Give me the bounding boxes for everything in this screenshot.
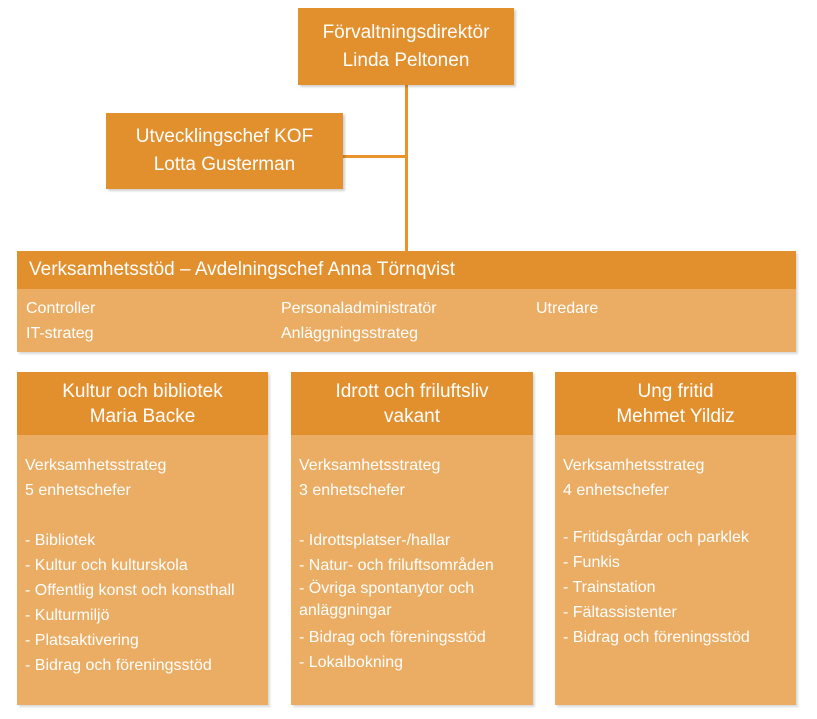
support-role-personaladministrator: Personaladministratör	[281, 300, 437, 317]
department-head: Mehmet Yildiz	[616, 405, 735, 427]
list-item: - Kulturmiljö	[25, 607, 110, 624]
list-item: - Bidrag och föreningsstöd	[563, 629, 750, 646]
department-units: 5 enhetschefer	[25, 482, 131, 499]
support-role-controller: Controller	[26, 300, 96, 317]
list-item: - Idrottsplatser-/hallar	[299, 532, 451, 549]
list-item: - Offentlig konst och konsthall	[25, 582, 235, 599]
list-item: - Kultur och kulturskola	[25, 557, 188, 574]
director-box: Förvaltningsdirektör Linda Peltonen	[298, 8, 514, 85]
development-name: Lotta Gusterman	[153, 154, 296, 175]
list-item: - Natur- och friluftsområden	[299, 557, 494, 574]
department-title: Kultur och bibliotek	[62, 380, 223, 402]
list-item: - Fältassistenter	[563, 604, 677, 621]
list-item: - Bidrag och föreningsstöd	[25, 657, 212, 674]
department-head: vakant	[384, 405, 440, 427]
support-role-it-strateg: IT-strateg	[26, 325, 94, 342]
list-item: - Lokalbokning	[299, 654, 404, 671]
list-item: - Övriga spontanytor och anläggningar	[299, 580, 475, 619]
department-items: - Bibliotek - Kultur och kulturskola - O…	[25, 528, 266, 678]
development-box: Utvecklingschef KOF Lotta Gusterman	[106, 113, 343, 189]
department-items: - Idrottsplatser-/hallar - Natur- och fr…	[299, 528, 531, 675]
connector-vertical	[405, 85, 408, 251]
director-name: Linda Peltonen	[342, 49, 470, 71]
list-item: - Fritidsgårdar och parklek	[563, 529, 749, 546]
department-strategist: Verksamhetsstrateg	[563, 457, 705, 474]
department-kultur-header: Kultur och bibliotek Maria Backe	[17, 372, 268, 435]
department-ung-fritid-header: Ung fritid Mehmet Yildiz	[555, 372, 796, 435]
department-idrott-header: Idrott och friluftsliv vakant	[291, 372, 533, 435]
department-units: 3 enhetschefer	[299, 482, 405, 499]
list-item: - Bidrag och föreningsstöd	[299, 629, 486, 646]
department-strategist: Verksamhetsstrateg	[25, 457, 167, 474]
department-head: Maria Backe	[89, 405, 196, 427]
connector-development	[343, 155, 407, 158]
list-item: - Trainstation	[563, 579, 656, 596]
list-item: - Bibliotek	[25, 532, 96, 549]
department-strategist: Verksamhetsstrateg	[299, 457, 441, 474]
list-item: - Platsaktivering	[25, 632, 139, 649]
director-title: Förvaltningsdirektör	[322, 21, 490, 43]
list-item: - Funkis	[563, 554, 620, 571]
support-role-anlaggningsstrateg: Anläggningsstrateg	[281, 325, 418, 342]
department-title: Ung fritid	[637, 380, 714, 402]
department-items: - Fritidsgårdar och parklek - Funkis - T…	[563, 525, 794, 650]
support-role-utredare: Utredare	[536, 300, 599, 317]
department-units: 4 enhetschefer	[563, 482, 669, 499]
support-title: Verksamhetsstöd – Avdelningschef Anna Tö…	[17, 251, 796, 289]
development-title: Utvecklingschef KOF	[135, 126, 314, 147]
support-body: Controller IT-strateg Personaladministra…	[17, 289, 796, 352]
department-title: Idrott och friluftsliv	[335, 380, 489, 402]
